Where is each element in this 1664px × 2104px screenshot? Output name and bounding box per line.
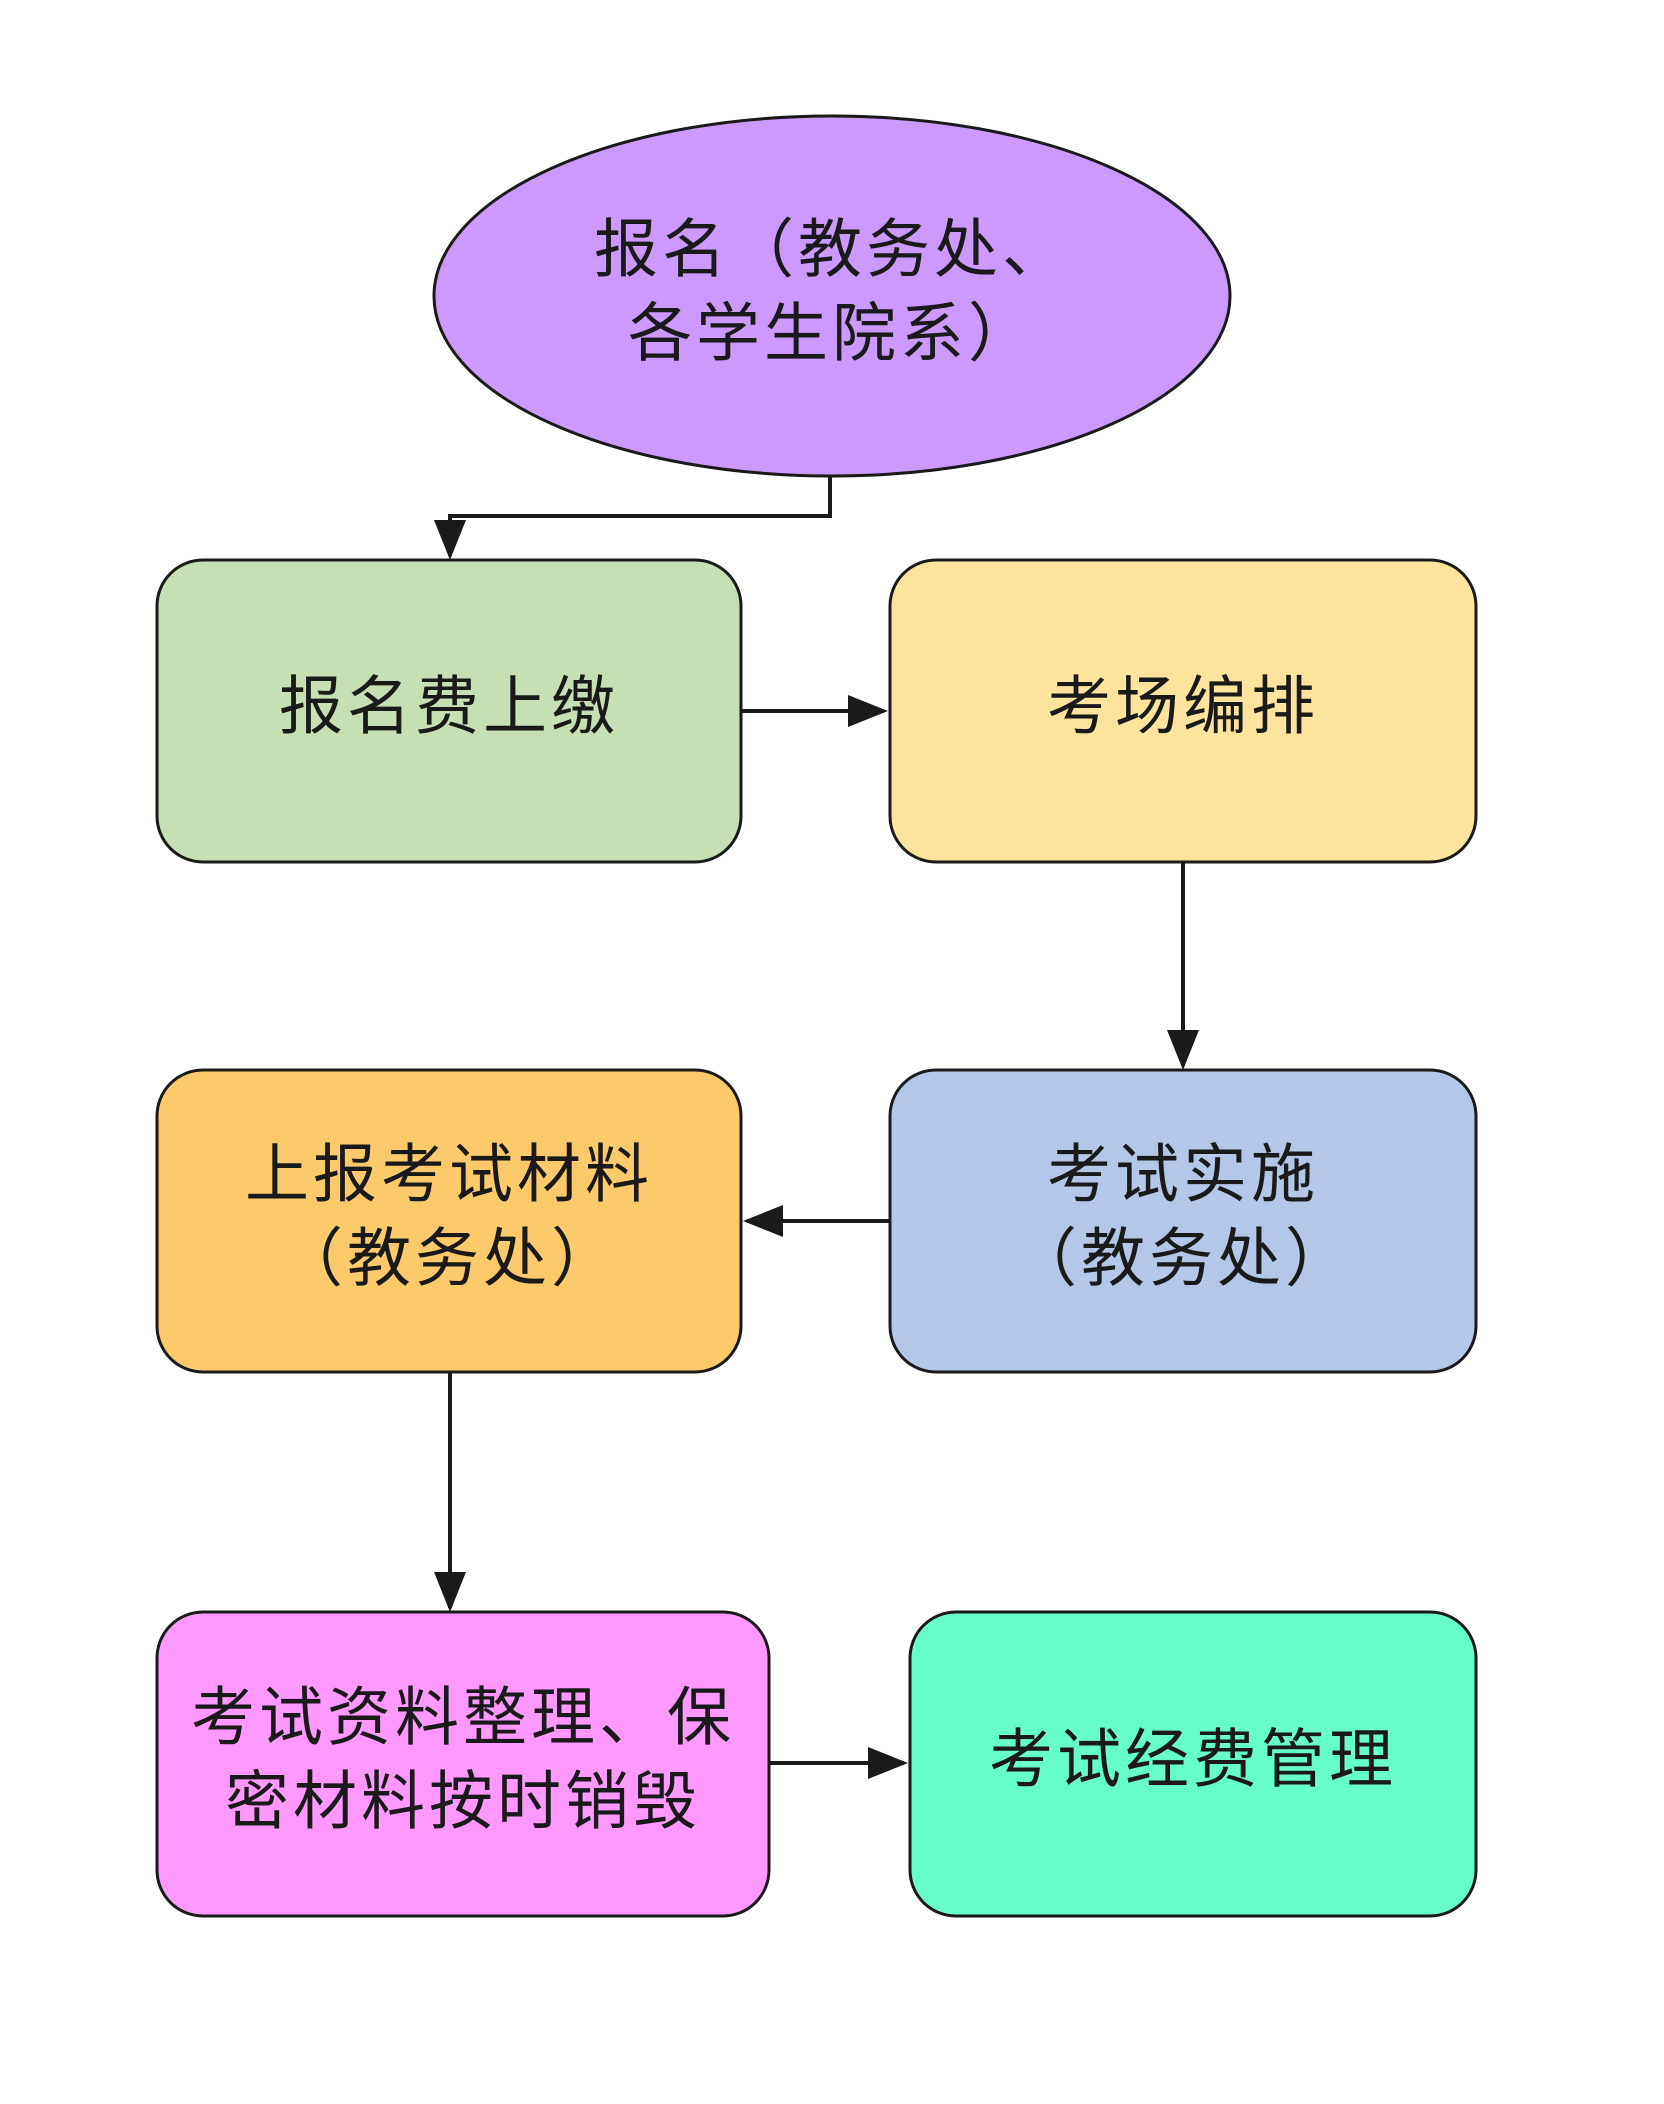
arrow-registration-to-fee-payment — [434, 476, 832, 560]
node-shape-fee-management — [908, 1610, 1478, 1918]
node-shape-fee-payment — [155, 558, 743, 864]
node-label-registration-line-1: 报名（教务处、 — [594, 214, 1070, 288]
node-label-archive-destroy-line-1: 考试资料整理、保 — [191, 1682, 735, 1756]
node-label-fee-management-line-1: 考试经费管理 — [989, 1724, 1397, 1798]
node-room-arrangement: 考场编排 — [888, 558, 1478, 864]
node-shape-room-arrangement — [888, 558, 1478, 864]
node-fee-payment: 报名费上缴 — [155, 558, 743, 864]
node-registration: 报名（教务处、各学生院系） — [432, 114, 1232, 478]
node-exam-implementation: 考试实施 （教务处） — [888, 1068, 1478, 1374]
node-label-report-materials-line-1: 上报考试材料 — [245, 1139, 653, 1213]
node-report-materials: 上报考试材料 （教务处） — [155, 1068, 743, 1374]
node-label-fee-payment-line-1: 报名费上缴 — [279, 671, 619, 745]
node-shape-registration — [432, 114, 1232, 478]
node-shape-exam-implementation — [888, 1068, 1478, 1374]
node-label-registration-line-2: 各学生院系） — [628, 298, 1036, 372]
node-shape-archive-destroy — [155, 1610, 771, 1918]
node-label-exam-implementation-line-1: 考试实施 — [1047, 1139, 1319, 1213]
node-fee-management: 考试经费管理 — [908, 1610, 1478, 1918]
connector-layer — [434, 476, 1199, 1779]
node-label-archive-destroy-line-2: 密材料按时销毁 — [225, 1766, 701, 1840]
node-label-exam-implementation-line-2: （教务处） — [1013, 1223, 1353, 1297]
node-label-room-arrangement-line-1: 考场编排 — [1047, 671, 1319, 745]
node-label-report-materials-line-2: （教务处） — [279, 1223, 619, 1297]
node-shape-report-materials — [155, 1068, 743, 1374]
